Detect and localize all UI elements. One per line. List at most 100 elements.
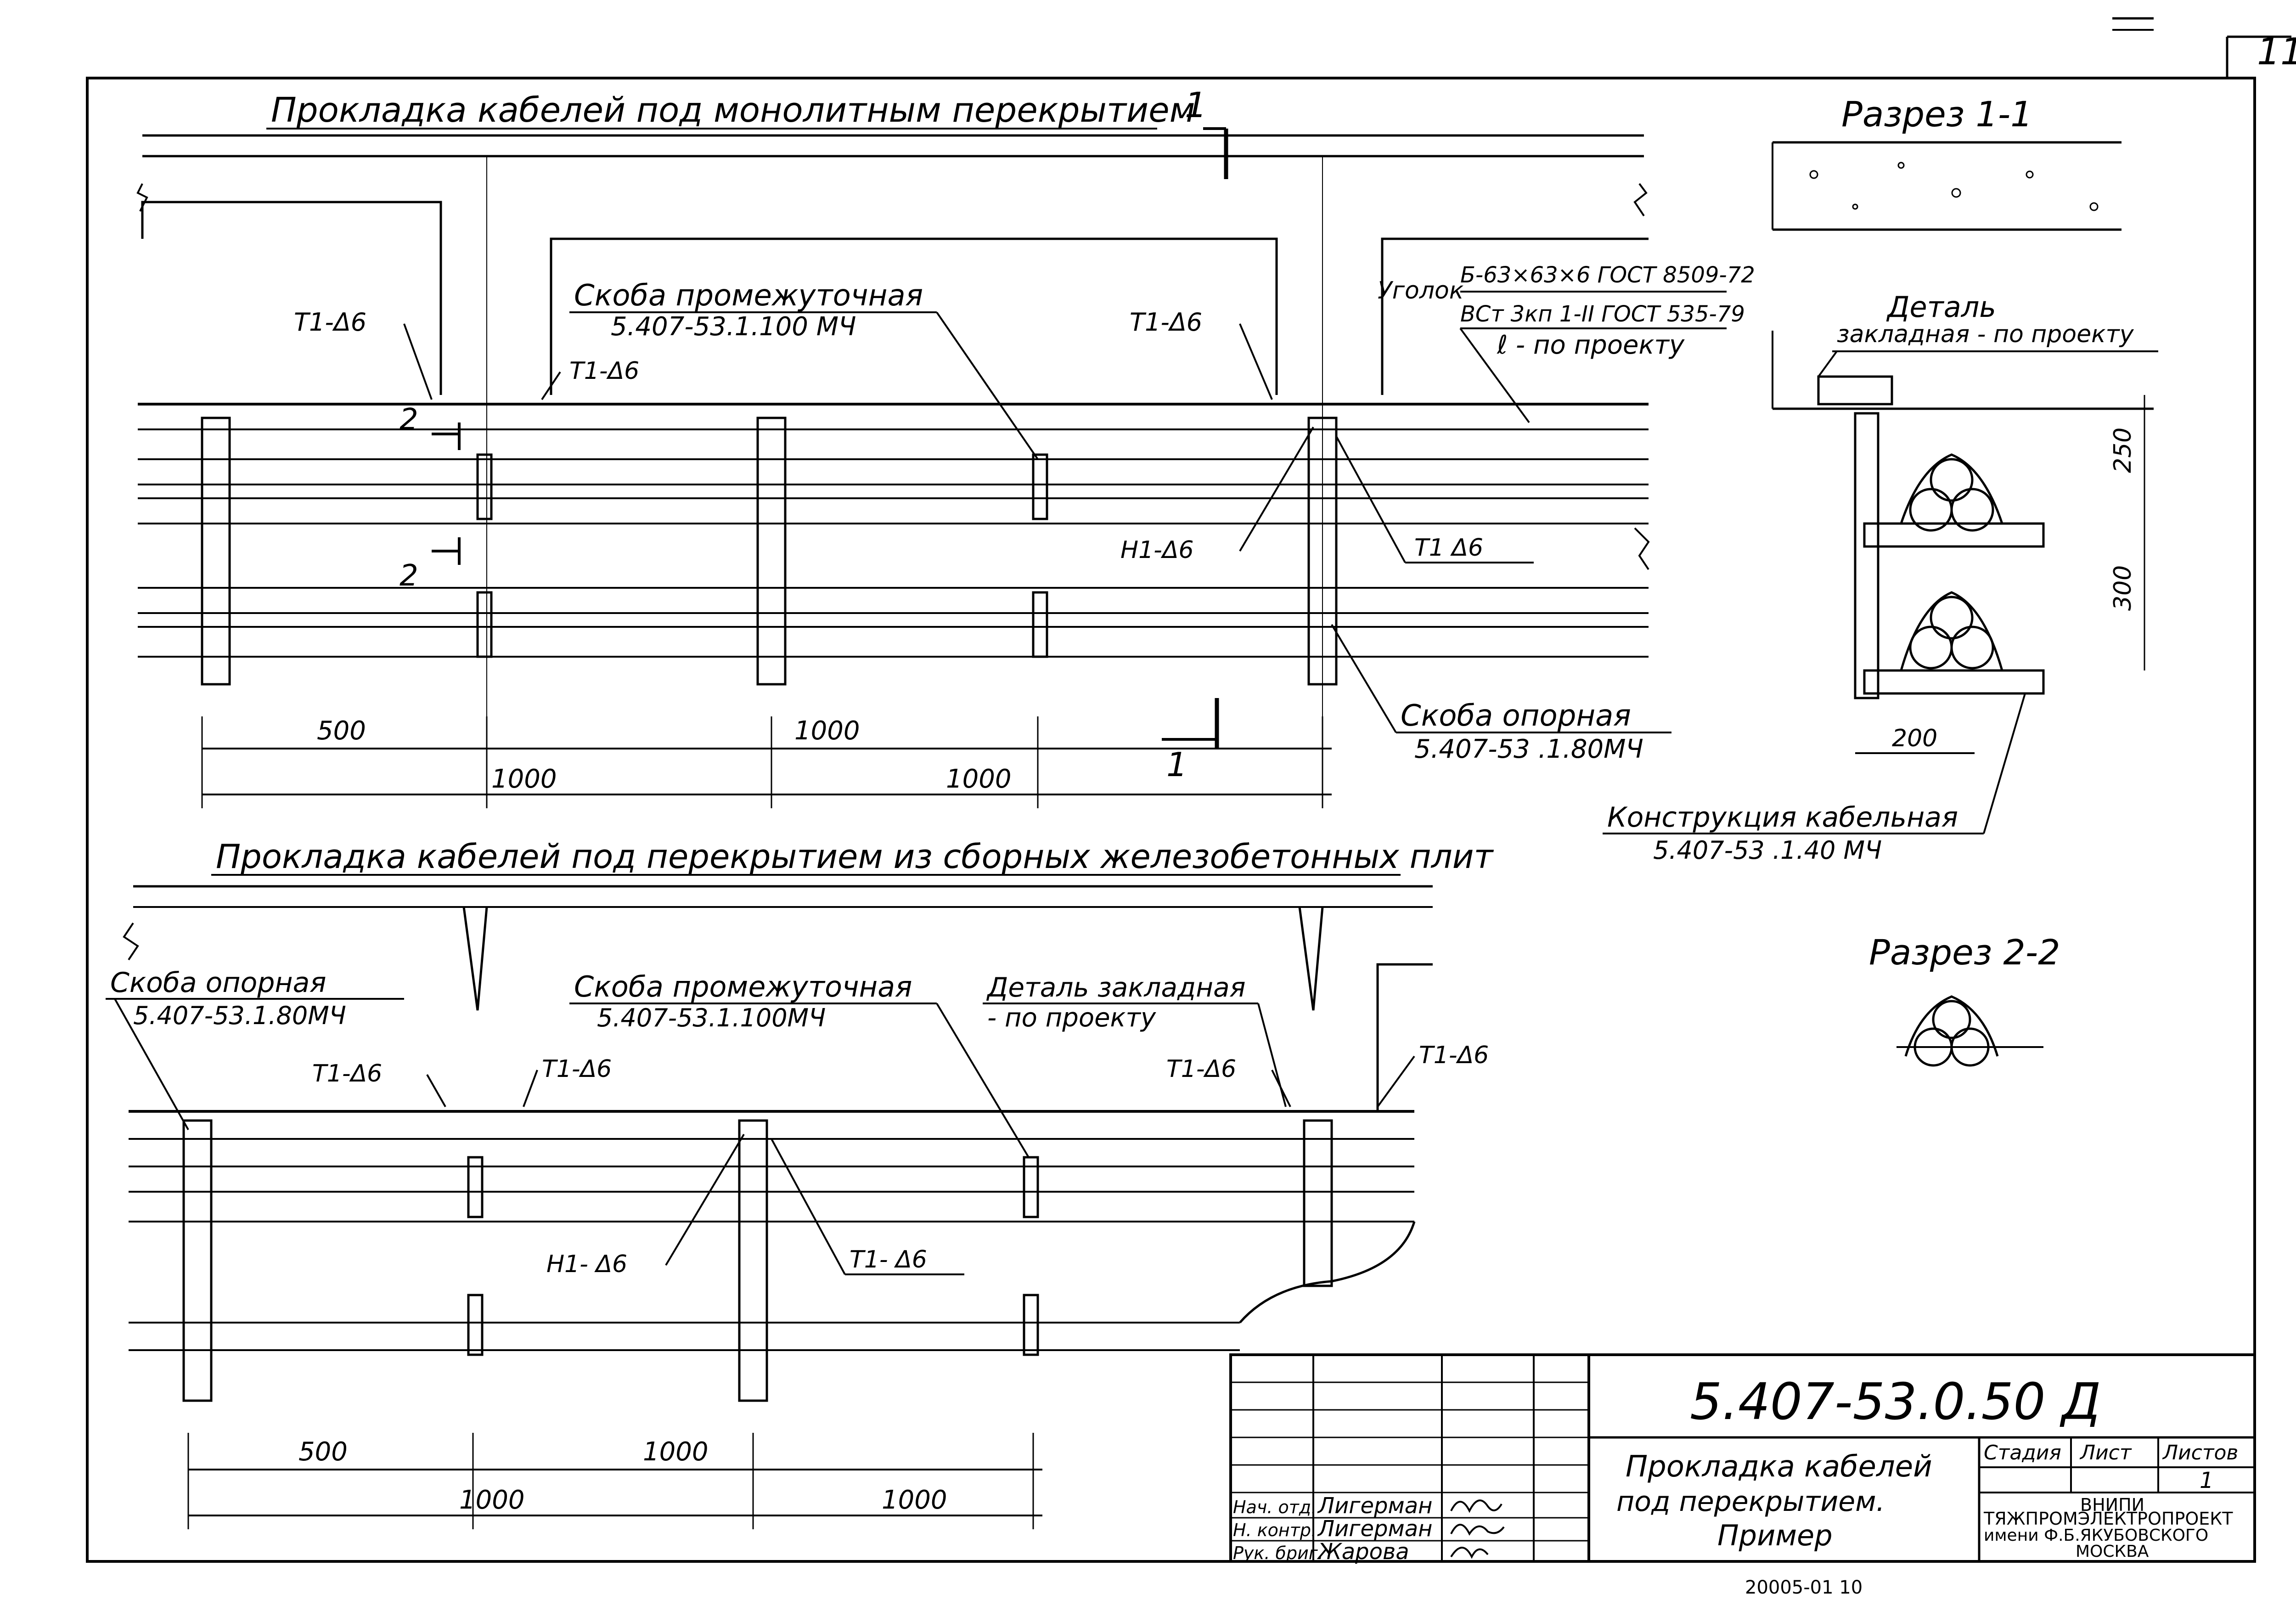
slab-bottom-left [141, 201, 442, 395]
dim-250: 250 [2109, 428, 2137, 473]
doc-name-2: под перекрытием. [1616, 1486, 1885, 1518]
title-block: 5.407-53.0.50 Д Прокладка кабелей под пе… [1229, 1353, 2256, 1565]
bottom-section-title: Прокладка кабелей под перекрытием из сбо… [216, 837, 1494, 876]
support-brackets-bottom [182, 1119, 1333, 1402]
person-2: Лигерман [1317, 1516, 1433, 1542]
role-3: Рук. бриг. [1233, 1543, 1323, 1563]
label-scoba-int-1: Скоба промежуточная [574, 279, 923, 313]
doc-name-3: Пример [1717, 1519, 1833, 1552]
sheet-number: 11 [2257, 30, 2296, 73]
concrete-hatch [1809, 162, 2099, 211]
slab-bottom-mid [550, 237, 1278, 395]
bottom-plan-view: Прокладка кабелей под перекрытием из сбо… [106, 837, 1494, 1529]
col-stage: Стадия [1984, 1441, 2061, 1465]
weld-bottom-t1-a: Т1-Δ6 [312, 1060, 382, 1087]
dim-bottom-1000-c: 1000 [882, 1485, 947, 1515]
section-1-1-view: Разрез 1-1 Деталь закладная - по проекту [1603, 94, 2158, 865]
label-scoba-sup-1: Скоба опорная [1401, 699, 1631, 733]
dim-300: 300 [2109, 565, 2137, 611]
weld-bottom-t1-c: Т1-Δ6 [1166, 1055, 1236, 1083]
doc-code: 5.407-53.0.50 Д [1690, 1372, 2101, 1431]
cable-bundle-lower [1900, 591, 2003, 671]
role-1: Нач. отд. [1233, 1497, 1317, 1517]
section-marker-2-top: 2 [400, 403, 418, 437]
label-detail-1: Деталь [1886, 290, 1996, 324]
label-ugolok-1: Уголок [1378, 277, 1464, 304]
col-sheets: Листов [2162, 1441, 2238, 1465]
slab-joint-2 [1298, 907, 1324, 1011]
weld-bottom-t1-e: Т1- Δ6 [850, 1246, 927, 1273]
label-ugolok-4: ℓ - по проекту [1497, 330, 1685, 360]
label-scoba-int-2: 5.407-53.1.100 МЧ [611, 312, 856, 342]
label-constr-1: Конструкция кабельная [1607, 801, 1958, 834]
embedded-plate [1817, 375, 1893, 406]
weld-t1-low: Т1 Δ6 [1414, 534, 1483, 562]
label-ugolok-3: ВСт 3кп 1-II ГОСТ 535-79 [1460, 301, 1745, 327]
section-marker-1: 1 [1185, 84, 1207, 125]
shelf-upper [1863, 522, 2045, 548]
weld-bottom-t1-b: Т1-Δ6 [542, 1055, 612, 1083]
bottom-dimensions [187, 1433, 1042, 1529]
cable-post [1854, 412, 1880, 699]
sheets-value: 1 [2200, 1468, 2214, 1493]
weld-t1-right: Т1-Δ6 [1130, 308, 1202, 337]
dim-1000-c: 1000 [946, 764, 1012, 794]
dim-1000-b: 1000 [491, 764, 557, 794]
person-3: Жарова [1317, 1539, 1409, 1565]
section-1-1-title: Разрез 1-1 [1841, 94, 2033, 135]
label-scoba-sup-2: 5.407-53 .1.80МЧ [1414, 734, 1643, 764]
slab-bottom-right [1381, 237, 1649, 395]
cable-tray-lower [138, 587, 1649, 658]
drawing-frame [86, 77, 2256, 1563]
dim-bottom-500: 500 [298, 1437, 348, 1467]
org-1: ВНИПИ [2080, 1495, 2144, 1515]
label-bottom-detail-1: Деталь закладная [986, 972, 1246, 1003]
label-bottom-scoba-int-2: 5.407-53.1.100МЧ [597, 1003, 826, 1032]
weld-bottom-h1: Н1- Δ6 [546, 1250, 627, 1278]
leader-scoba-int [936, 311, 1039, 460]
dim-bottom-1000-a: 1000 [643, 1437, 709, 1467]
signature-2 [1450, 1524, 1505, 1536]
org-2: ТЯЖПРОМЭЛЕКТРОПРОЕКТ [1983, 1509, 2233, 1529]
break-left [136, 183, 148, 212]
footer-note: 20005-01 10 [1745, 1577, 1863, 1598]
label-detail-2: закладная - по проекту [1837, 321, 2134, 348]
section-marker-2-bottom: 2 [400, 559, 418, 593]
section-2-2-title: Разрез 2-2 [1869, 932, 2060, 973]
weld-t1-left: Т1-Δ6 [294, 308, 366, 337]
person-1: Лигерман [1317, 1493, 1433, 1519]
doc-name-1: Прокладка кабелей [1626, 1450, 1932, 1484]
section-2-2-view: Разрез 2-2 [1869, 932, 2060, 1067]
top-section-title: Прокладка кабелей под монолитным перекры… [271, 90, 1195, 130]
label-constr-2: 5.407-53 .1.40 МЧ [1653, 836, 1882, 865]
label-bottom-scoba-sup-1: Скоба опорная [110, 967, 326, 999]
label-bottom-detail-2: - по проекту [987, 1003, 1156, 1033]
org-3: имени Ф.Б.ЯКУБОВСКОГО [1984, 1526, 2208, 1545]
break-right-2 [1634, 527, 1650, 570]
dim-1000-a: 1000 [794, 716, 860, 746]
weld-t1-left2: Т1-Δ6 [569, 357, 639, 385]
section-marker-1-bottom: 1 [1166, 745, 1187, 784]
top-dimensions [201, 156, 1332, 808]
label-ugolok-2: Б-63×63×6 ГОСТ 8509-72 [1460, 262, 1755, 288]
dim-bottom-1000-b: 1000 [459, 1485, 525, 1515]
dim-500: 500 [317, 716, 366, 746]
signature-3 [1450, 1547, 1489, 1559]
cable-bundle-upper [1900, 453, 2003, 532]
break-bottom [1239, 1221, 1416, 1324]
dim-200: 200 [1892, 725, 1937, 752]
cable-tray-upper [138, 458, 1649, 499]
top-plan-view: Прокладка кабелей под монолитным перекры… [136, 84, 1755, 808]
shelf-lower [1863, 669, 2045, 695]
label-bottom-scoba-sup-2: 5.407-53.1.80МЧ [133, 1001, 346, 1030]
role-2: Н. контр. [1233, 1520, 1317, 1540]
label-bottom-scoba-int-1: Скоба промежуточная [574, 970, 912, 1003]
org-4: МОСКВА [2076, 1542, 2149, 1561]
leader-scoba-sup [1331, 624, 1397, 733]
slab-joint-1 [462, 907, 488, 1011]
weld-h1: Н1-Δ6 [1120, 536, 1194, 564]
break-right [1633, 183, 1648, 217]
leader-ugolok [1459, 327, 1530, 423]
signature-1 [1450, 1499, 1503, 1513]
